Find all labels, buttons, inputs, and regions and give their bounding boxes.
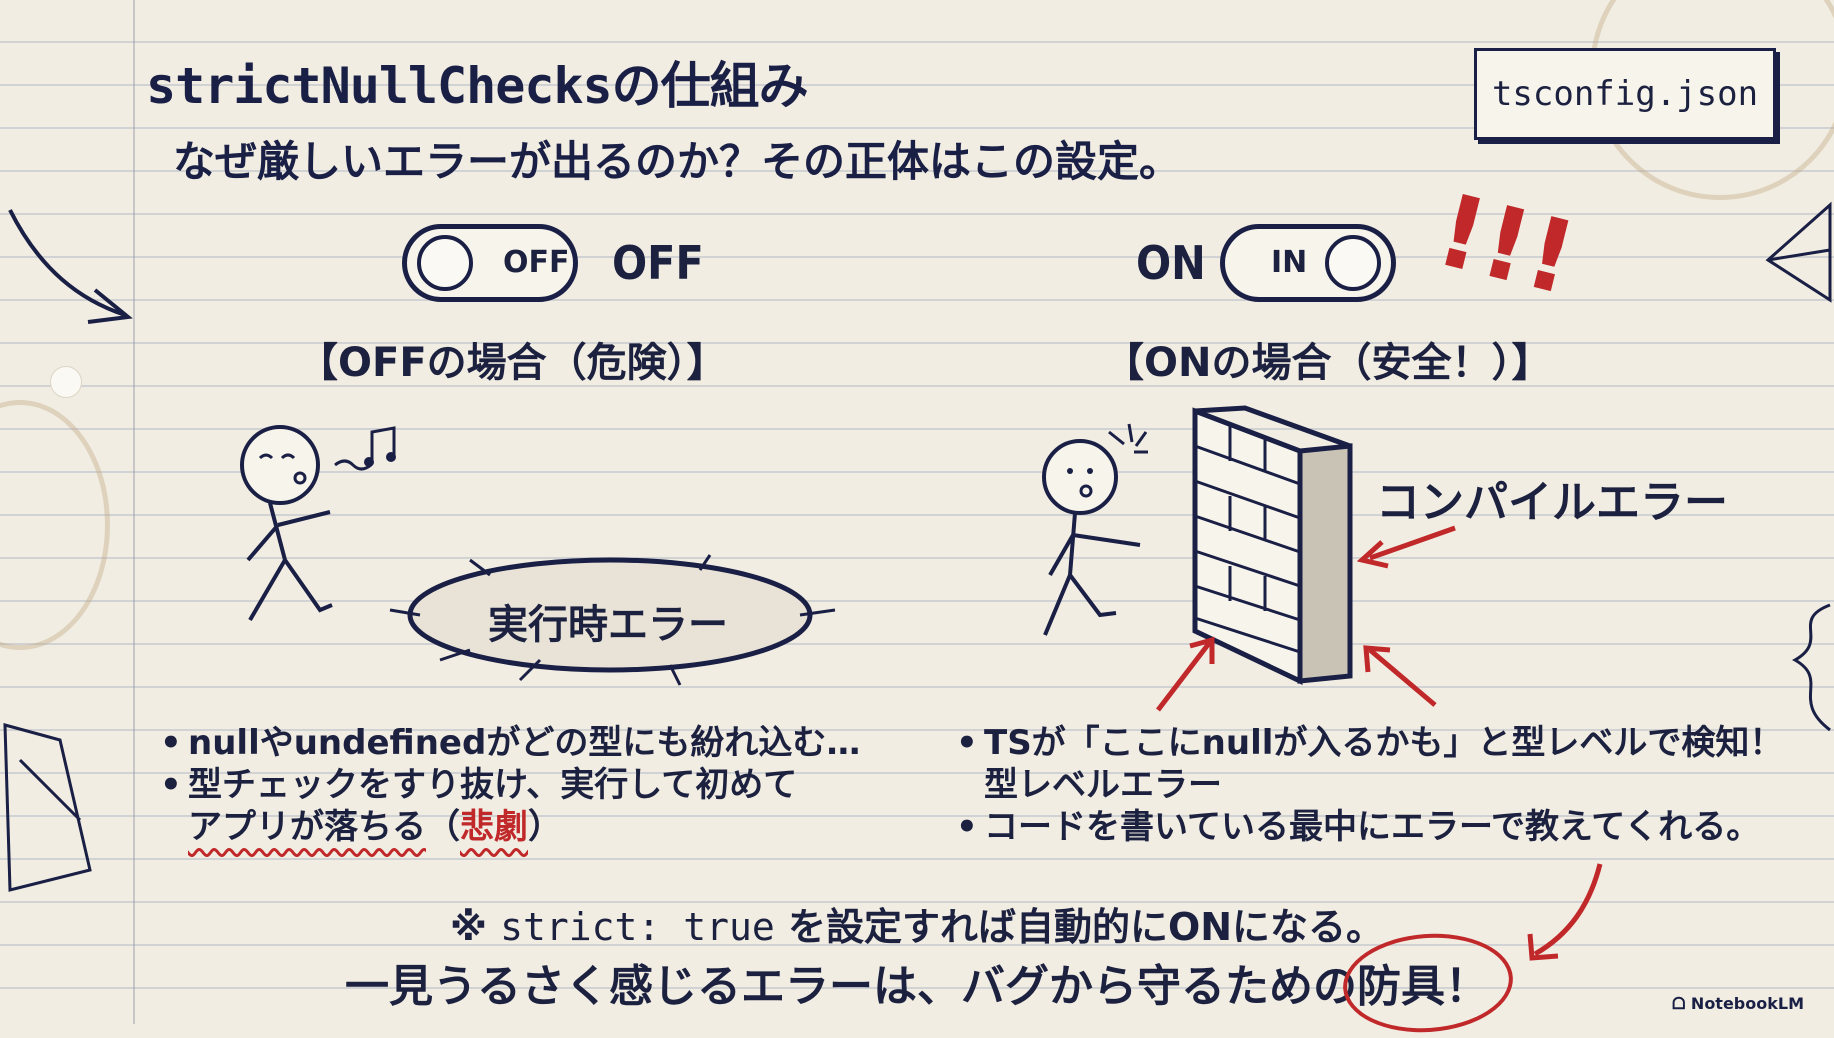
page-subtitle: なぜ厳しいエラーが出るのか？その正体はこの設定。 — [173, 137, 1182, 186]
on-bullet-text: コードを書いている最中にエラーで教えてくれる。 — [984, 807, 1761, 847]
app-crash-text: アプリが落ちる — [188, 807, 426, 847]
on-bullet-item: コードを書いている最中にエラーで教えてくれる。 — [956, 806, 1783, 848]
armor-highlight: 防具！ — [1357, 950, 1489, 1014]
music-note-icon — [364, 426, 396, 467]
strict-note: ※ strict: true を設定すれば自動的にONになる。 — [450, 896, 1384, 951]
brick-wall-icon — [1192, 405, 1353, 685]
off-bullet-item: nullやundefinedがどの型にも紛れ込む… — [160, 722, 860, 764]
page-title: strictNullChecksの仕組み — [146, 57, 809, 115]
red-arrows-icon — [1156, 525, 1456, 712]
surprise-spark-icon — [1108, 423, 1148, 454]
off-bullet-list: nullやundefinedがどの型にも紛れ込む… 型チェックをすり抜け、実行し… — [160, 722, 860, 848]
closing-message: 一見うるさく感じるエラーは、バグから守るための防具！ — [345, 950, 1489, 1014]
surprised-person-icon — [1042, 439, 1141, 636]
off-bullet-item: 型チェックをすり抜け、実行して初めて アプリが落ちる（悲劇） — [160, 764, 860, 848]
on-bullet-item: TSが「ここにnullが入るかも」と型レベルで検知！ 型レベルエラー — [956, 722, 1783, 806]
alert-exclamation-marks: !!! — [1425, 171, 1587, 318]
on-bullet-text: 型レベルエラー — [984, 765, 1222, 805]
toggle-switch-text: OFF — [503, 245, 570, 280]
off-bullet-text: nullやundefinedがどの型にも紛れ込む… — [188, 723, 861, 763]
tragedy-text: 悲劇 — [460, 807, 528, 847]
toggle-knob — [1325, 235, 1381, 291]
notebooklm-icon: ᗝ — [1672, 994, 1691, 1013]
note-code: strict: true — [500, 905, 775, 949]
off-toggle-switch: OFF — [402, 224, 578, 302]
paren-close: ） — [528, 807, 562, 847]
whistling-person-icon — [240, 425, 372, 622]
scribble-doodle-icon — [1791, 603, 1831, 732]
brand-logo: ᗝ NotebookLM — [1672, 994, 1804, 1014]
paper-plane-doodle-icon — [1765, 201, 1832, 303]
on-toggle-switch: IN — [1220, 224, 1396, 302]
note-suffix: を設定すれば自動的にONになる。 — [774, 905, 1385, 949]
pit-hole-icon — [389, 554, 836, 686]
compile-error-label: コンパイルエラー — [1376, 477, 1728, 528]
tsconfig-badge: tsconfig.json — [1474, 48, 1776, 140]
on-label: ON — [1136, 236, 1206, 290]
off-case-heading: 【OFFの場合（危険）】 — [298, 340, 727, 386]
toggle-knob — [417, 235, 473, 291]
on-case-heading: 【ONの場合（安全！）】 — [1104, 340, 1552, 386]
sketch-box-doodle-icon — [3, 723, 92, 892]
on-bullet-list: TSが「ここにnullが入るかも」と型レベルで検知！ 型レベルエラー コードを書… — [956, 722, 1783, 848]
closing-main: 一見うるさく感じるエラーは、バグから守るための — [345, 961, 1357, 1012]
punch-hole — [50, 366, 82, 398]
red-curved-arrow-icon — [1527, 863, 1603, 961]
paren-open: （ — [426, 807, 460, 847]
coffee-stain — [0, 400, 110, 650]
note-prefix: ※ — [450, 905, 501, 949]
toggle-switch-text: IN — [1271, 245, 1308, 280]
arrow-doodle-icon — [8, 209, 133, 324]
on-bullet-text: TSが「ここにnullが入るかも」と型レベルで検知！ — [984, 723, 1784, 763]
runtime-error-label: 実行時エラー — [488, 602, 728, 648]
off-bullet-text: 型チェックをすり抜け、実行して初めて — [188, 765, 798, 805]
paper-margin-line — [133, 0, 135, 1024]
off-label: OFF — [612, 236, 704, 290]
brand-name: NotebookLM — [1690, 994, 1804, 1013]
